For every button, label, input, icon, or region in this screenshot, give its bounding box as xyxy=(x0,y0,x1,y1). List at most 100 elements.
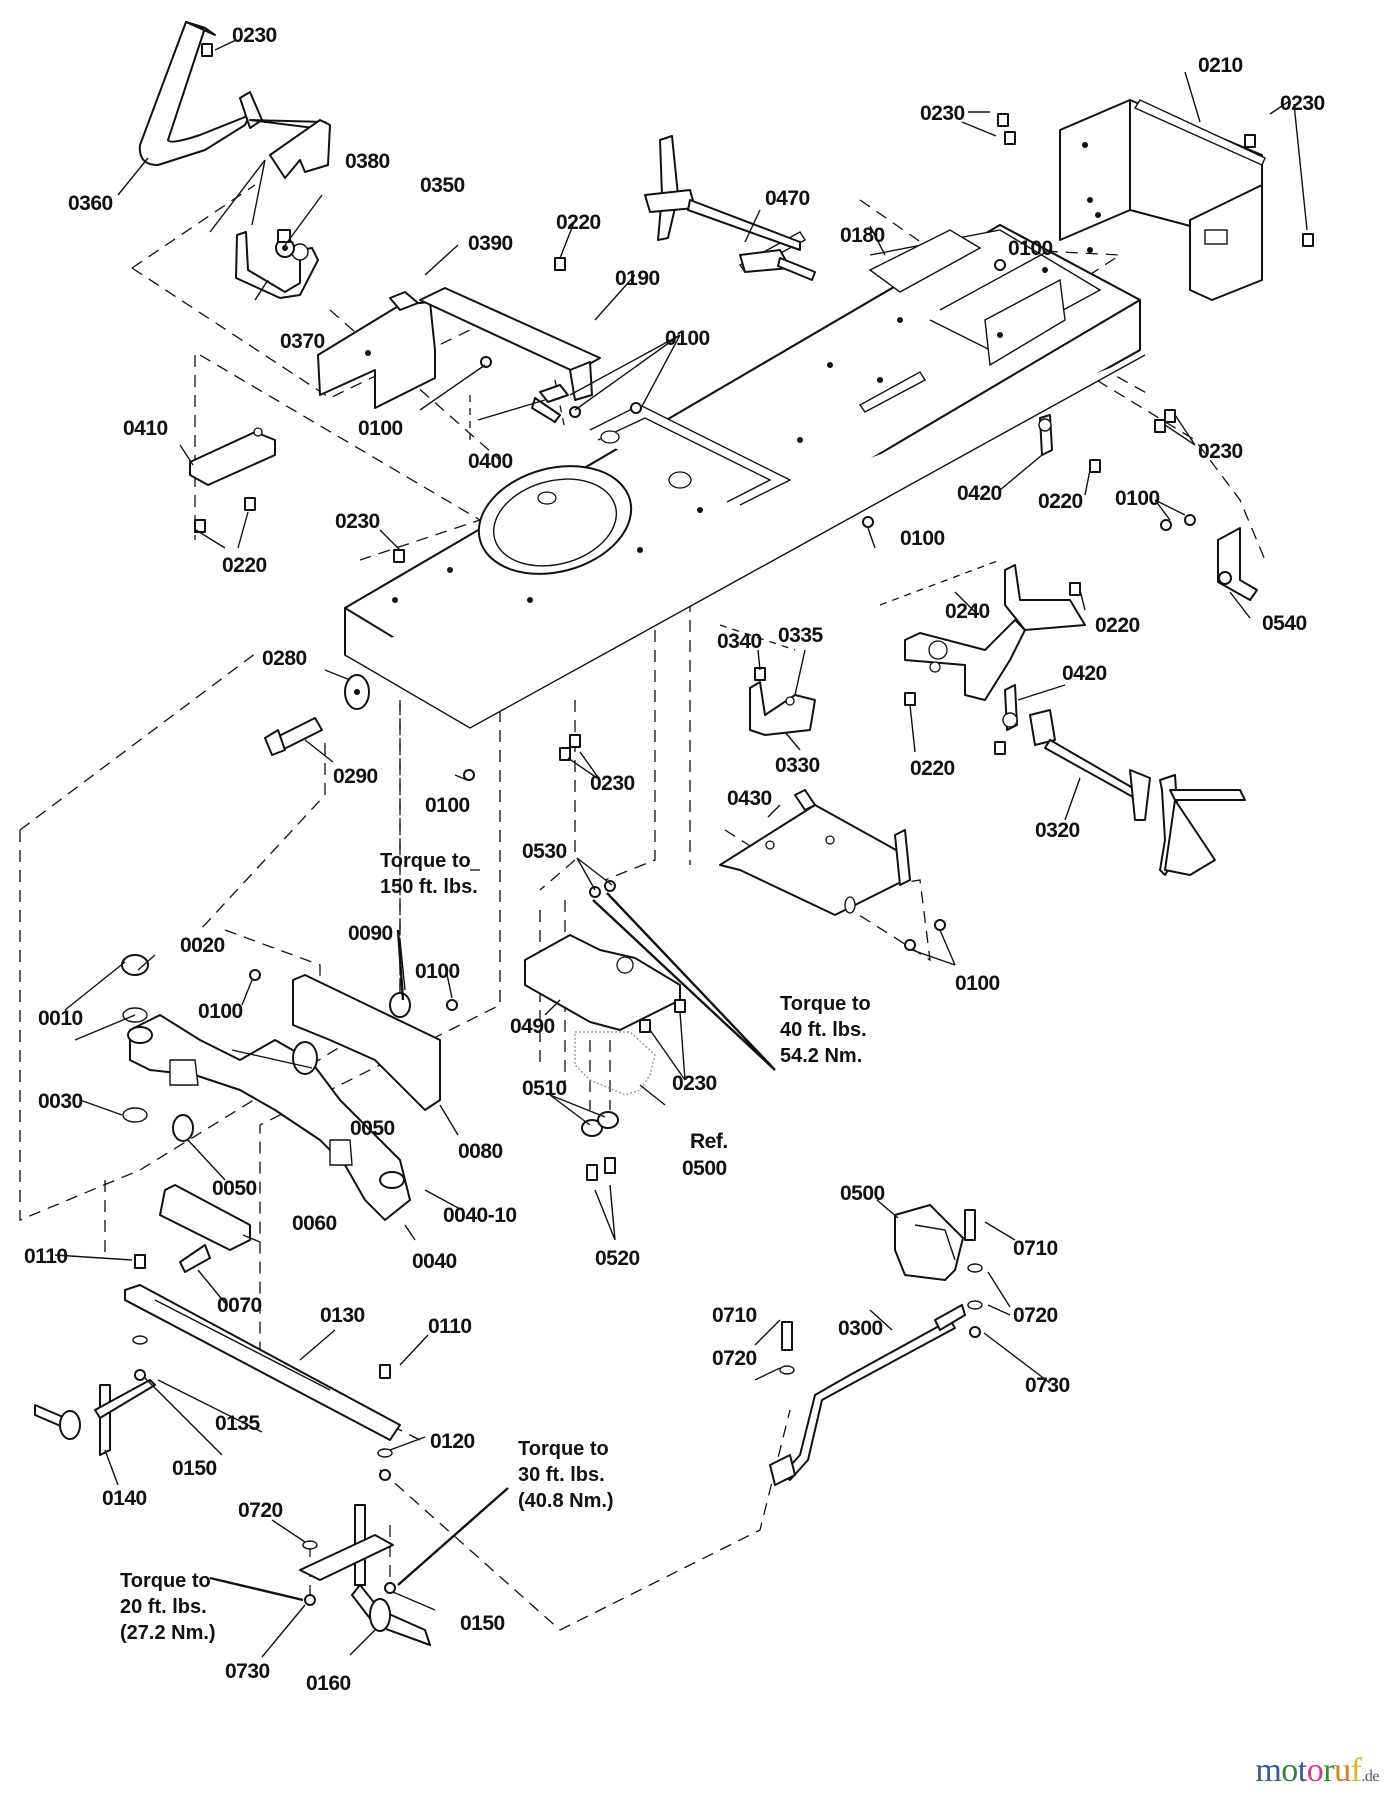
main-frame-0180 xyxy=(344,224,1146,729)
callout-0330: 0330 xyxy=(775,754,820,777)
torque-note-150: Torque to 150 ft. lbs. xyxy=(380,850,478,898)
svg-text:20 ft. lbs.: 20 ft. lbs. xyxy=(120,1596,207,1618)
bracket-0400 xyxy=(531,384,569,423)
callout-ref-label: Ref. xyxy=(690,1130,728,1153)
lift-lever-0320 xyxy=(1029,709,1246,876)
callout-0100: 0100 xyxy=(955,972,1000,995)
watermark-letter: t xyxy=(1297,1752,1307,1789)
watermark-letter: m xyxy=(1255,1752,1282,1789)
callout-0390: 0390 xyxy=(468,232,513,255)
pivot-bar-0080 xyxy=(292,974,441,1111)
spacer-0090 xyxy=(389,992,411,1018)
callout-0400: 0400 xyxy=(468,450,513,473)
svg-text:Torque to: Torque to xyxy=(780,993,871,1015)
callout-0720: 0720 xyxy=(238,1499,283,1522)
svg-text:150 ft. lbs.: 150 ft. lbs. xyxy=(380,876,478,898)
callout-0150: 0150 xyxy=(172,1457,217,1480)
battery-box-0210 xyxy=(1059,99,1266,301)
callout-0050: 0050 xyxy=(350,1117,395,1140)
svg-text:(27.2 Nm.): (27.2 Nm.) xyxy=(120,1622,216,1644)
callout-0040-10: 0040-10 xyxy=(443,1204,517,1227)
callout-0280: 0280 xyxy=(262,647,307,670)
washers-0720 xyxy=(132,1263,983,1550)
svg-text:Torque to: Torque to xyxy=(380,850,471,872)
drag-link-0130 xyxy=(124,1284,401,1441)
bracket-0060 xyxy=(159,1184,251,1251)
axle-0040 xyxy=(127,1014,411,1221)
callout-0420: 0420 xyxy=(957,482,1002,505)
callout-0410: 0410 xyxy=(123,417,168,440)
callout-0070: 0070 xyxy=(217,1294,262,1317)
callout-0100: 0100 xyxy=(198,1000,243,1023)
ghost-0500 xyxy=(574,1031,656,1096)
callout-0230: 0230 xyxy=(920,102,965,125)
callout-0500: 0500 xyxy=(840,1182,885,1205)
callout-0340: 0340 xyxy=(717,630,762,653)
callout-0300: 0300 xyxy=(838,1317,883,1340)
plate-0490 xyxy=(524,934,681,1031)
spindle-0160 xyxy=(299,1504,431,1646)
callout-0100: 0100 xyxy=(425,794,470,817)
callout-0230: 0230 xyxy=(335,510,380,533)
callout-0430: 0430 xyxy=(727,787,772,810)
callout-0720: 0720 xyxy=(1013,1304,1058,1327)
callout-0220: 0220 xyxy=(222,554,267,577)
plate-0420-b xyxy=(1002,684,1018,731)
bolt-0710-b xyxy=(781,1321,793,1351)
callout-0520: 0520 xyxy=(595,1247,640,1270)
callout-0240: 0240 xyxy=(945,600,990,623)
bushing-0050-b xyxy=(172,1114,194,1142)
bolt-0710-a xyxy=(964,1209,976,1241)
callout-0230: 0230 xyxy=(1280,92,1325,115)
watermark-letter: o xyxy=(1306,1752,1324,1789)
svg-text:54.2 Nm.: 54.2 Nm. xyxy=(780,1045,862,1067)
callout-0230: 0230 xyxy=(590,772,635,795)
callout-0710: 0710 xyxy=(712,1304,757,1327)
callout-0120: 0120 xyxy=(430,1430,475,1453)
bracket-0370 xyxy=(235,231,319,299)
callout-0100: 0100 xyxy=(415,960,460,983)
bracket-0540 xyxy=(1217,527,1258,601)
plate-0420-a xyxy=(1038,414,1053,456)
callout-0290: 0290 xyxy=(333,765,378,788)
bracket-0240 xyxy=(904,564,1086,701)
pedal-0360 xyxy=(138,21,331,179)
callout-0720: 0720 xyxy=(712,1347,757,1370)
svg-text:(40.8 Nm.): (40.8 Nm.) xyxy=(518,1490,614,1512)
callout-0370: 0370 xyxy=(280,330,325,353)
callout-0100: 0100 xyxy=(1115,487,1160,510)
callout-0060: 0060 xyxy=(292,1212,337,1235)
torque-note-40: Torque to 40 ft. lbs. 54.2 Nm. xyxy=(780,993,871,1067)
callout-0140: 0140 xyxy=(102,1487,147,1510)
callout-0230: 0230 xyxy=(232,24,277,47)
callout-labels: 0230 0360 0380 0350 0370 0390 0220 0190 … xyxy=(24,24,1325,1695)
callout-0130: 0130 xyxy=(320,1304,365,1327)
nuts xyxy=(134,259,1196,1606)
svg-text:Torque to: Torque to xyxy=(518,1438,609,1460)
callout-0490: 0490 xyxy=(510,1015,555,1038)
watermark-letter: u xyxy=(1334,1752,1351,1789)
callout-0220: 0220 xyxy=(1095,614,1140,637)
callout-0100: 0100 xyxy=(900,527,945,550)
torque-note-30: Torque to 30 ft. lbs. (40.8 Nm.) xyxy=(518,1438,614,1512)
bolt-0070 xyxy=(179,1244,211,1273)
deck-plate-0430 xyxy=(719,789,911,916)
callout-0320: 0320 xyxy=(1035,819,1080,842)
watermark-tld: .de xyxy=(1361,1768,1379,1785)
callout-0230: 0230 xyxy=(672,1072,717,1095)
washer-0280 xyxy=(344,674,370,710)
callout-0010: 0010 xyxy=(38,1007,83,1030)
callout-0230: 0230 xyxy=(1198,440,1243,463)
callout-0030: 0030 xyxy=(38,1090,83,1113)
bushing-0050-a xyxy=(292,1041,318,1075)
callout-0350: 0350 xyxy=(420,174,465,197)
plate-0330 xyxy=(749,681,816,736)
callout-0040: 0040 xyxy=(412,1250,457,1273)
callout-0110: 0110 xyxy=(428,1315,472,1338)
watermark-letter: o xyxy=(1281,1752,1298,1789)
rod-0300 xyxy=(769,1304,966,1486)
svg-text:Torque to: Torque to xyxy=(120,1570,211,1592)
torque-note-20: Torque to 20 ft. lbs. (27.2 Nm.) xyxy=(120,1570,216,1644)
callout-0100: 0100 xyxy=(665,327,710,350)
callout-ref-0500: 0500 xyxy=(682,1157,727,1180)
